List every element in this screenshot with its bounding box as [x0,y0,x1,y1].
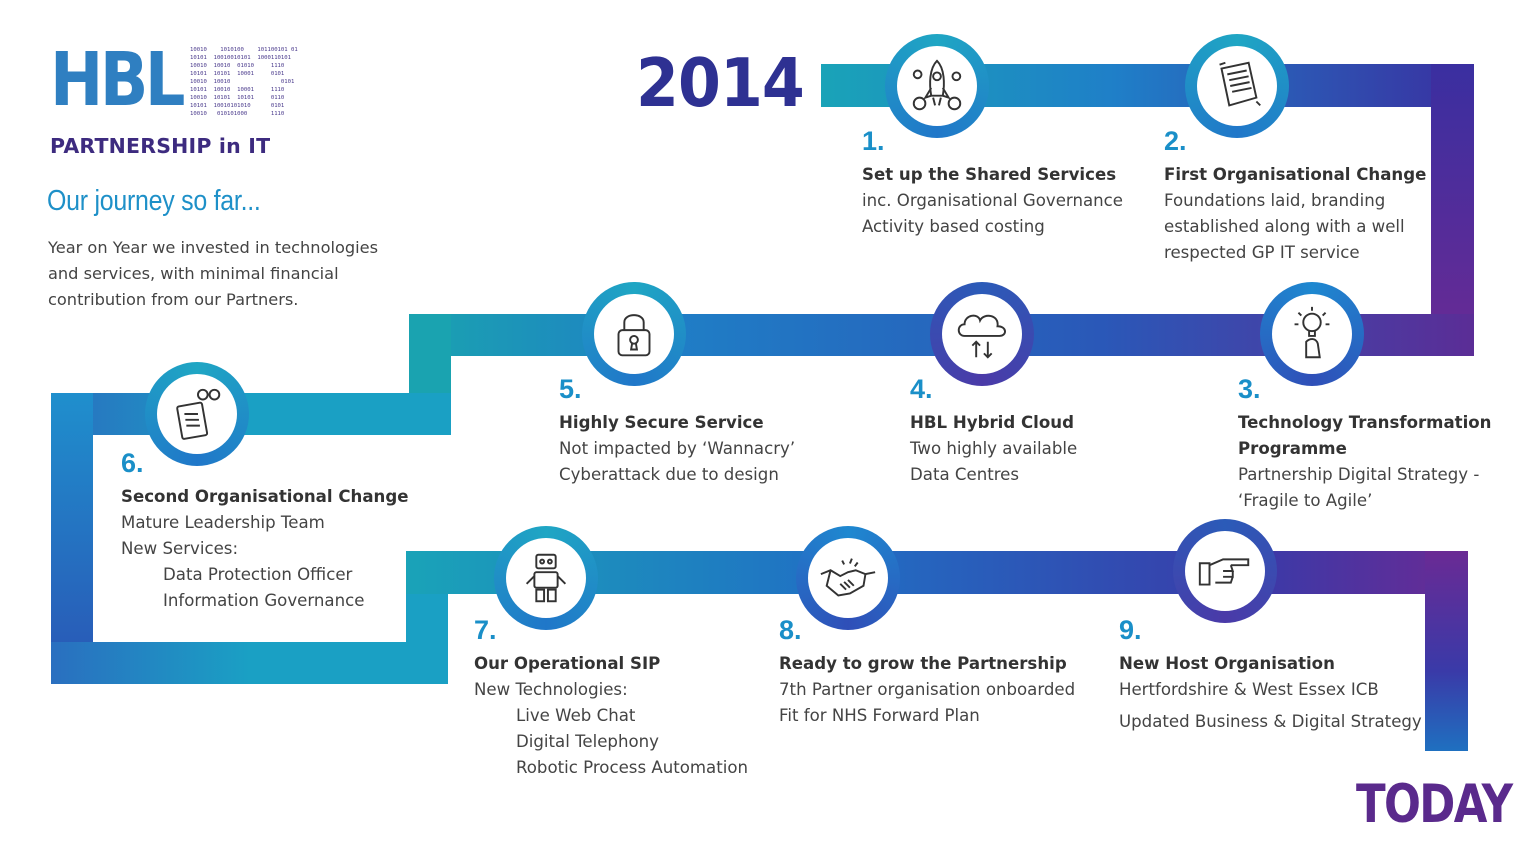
step-2: 2. First Organisational Change Foundatio… [1164,126,1426,266]
step-title: HBL Hybrid Cloud [910,413,1074,432]
step-6-icon-badge [145,362,249,466]
step-line: ‘Fragile to Agile’ [1238,491,1373,510]
step-number: 4. [910,374,933,404]
checklist-icon [176,388,221,440]
step-title: Set up the Shared Services [862,165,1117,184]
step-line: Fit for NHS Forward Plan [779,706,980,725]
pointing-hand-icon [1198,558,1250,586]
lightbulb-icon [1294,306,1330,359]
step-title: Highly Secure Service [559,413,764,432]
step-line: New Services: [121,539,239,558]
start-year-label: 2014 [636,44,805,122]
step-line: Mature Leadership Team [121,513,325,532]
rocket-icon [912,59,962,111]
step-4: 4. HBL Hybrid Cloud Two highly available… [910,374,1077,488]
step-title-cont: Programme [1238,439,1347,458]
step-5: 5. Highly Secure Service Not impacted by… [559,374,795,488]
logo-binary-graphic: 10010 1010100 101100101 01 10101 1001001… [190,47,298,117]
step-number: 8. [779,615,802,645]
step-title: Second Organisational Change [121,487,409,506]
padlock-icon [617,314,651,357]
step-number: 7. [474,615,497,645]
document-icon [1219,61,1261,107]
step-7-icon-badge [494,526,598,630]
step-title: Technology Transformation [1238,413,1492,432]
step-6: 6. Second Organisational Change Mature L… [121,448,408,614]
step-9: 9. New Host Organisation Hertfordshire &… [1119,615,1422,735]
logo-subtitle: PARTNERSHIP in IT [50,134,271,158]
step-line: 7th Partner organisation onboarded [779,680,1076,699]
step-line: Hertfordshire & West Essex ICB [1119,680,1379,699]
step-subline: Digital Telephony [516,732,659,751]
step-line: Updated Business & Digital Strategy [1119,712,1422,731]
handshake-icon [820,558,876,597]
step-line: New Technologies: [474,680,628,699]
end-today-label: TODAY [1356,774,1513,835]
hbl-logo-mark: HBL [50,37,185,123]
step-number: 1. [862,126,885,156]
step-number: 6. [121,448,144,478]
step-1-icon-badge [885,34,989,138]
intro-text: Year on Year we invested in technologies… [48,238,379,309]
robot-icon [525,553,567,603]
step-line: Two highly available [910,439,1078,458]
step-line: Foundations laid, branding [1164,191,1386,210]
step-subline: Robotic Process Automation [516,758,749,777]
step-4-icon-badge [930,282,1034,386]
step-subline: Live Web Chat [516,706,636,725]
step-8-icon-badge [796,526,900,630]
step-subline: Data Protection Officer [163,565,353,584]
cloud-icon [957,314,1006,359]
step-number: 2. [1164,126,1187,156]
step-line: Activity based costing [862,217,1045,236]
step-9-icon-badge [1173,519,1277,623]
step-7: 7. Our Operational SIP New Technologies:… [474,615,748,781]
page-heading: Our journey so far... [47,185,261,217]
step-3: 3. Technology Transformation Programme P… [1238,374,1491,514]
step-number: 3. [1238,374,1261,404]
step-line: inc. Organisational Governance [862,191,1123,210]
step-title: New Host Organisation [1119,654,1335,673]
step-line: respected GP IT service [1164,243,1360,262]
step-line: Not impacted by ‘Wannacry’ [559,439,796,458]
step-5-icon-badge [582,282,686,386]
step-subline: Information Governance [163,591,365,610]
step-8: 8. Ready to grow the Partnership 7th Par… [779,615,1075,729]
step-line: established along with a well [1164,217,1405,236]
step-line: Partnership Digital Strategy - [1238,465,1480,484]
step-3-icon-badge [1260,282,1364,386]
step-title: First Organisational Change [1164,165,1427,184]
step-line: Data Centres [910,465,1020,484]
step-2-icon-badge [1185,34,1289,138]
step-1: 1. Set up the Shared Services inc. Organ… [862,126,1123,240]
step-number: 5. [559,374,582,404]
step-line: Cyberattack due to design [559,465,779,484]
step-title: Our Operational SIP [474,654,661,673]
step-title: Ready to grow the Partnership [779,654,1067,673]
step-number: 9. [1119,615,1142,645]
